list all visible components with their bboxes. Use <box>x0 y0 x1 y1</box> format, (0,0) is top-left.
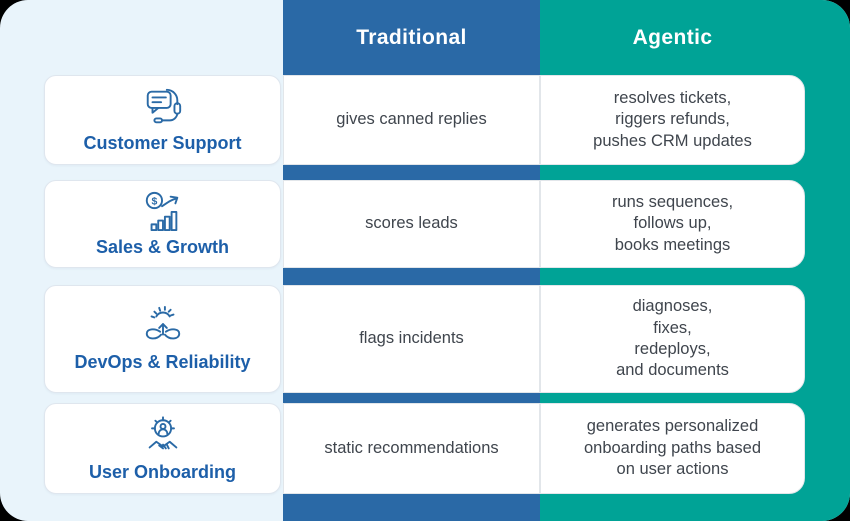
cell-devops-reliability-agentic: diagnoses, fixes, redeploys, and documen… <box>540 285 805 393</box>
user-onboarding-gear-handshake-icon <box>140 415 186 457</box>
cell-user-onboarding-traditional: static recommendations <box>283 403 540 494</box>
cell-sales-growth-traditional: scores leads <box>283 180 540 268</box>
cell-customer-support-traditional: gives canned replies <box>283 75 540 165</box>
sales-growth-chart-icon: $ <box>140 190 186 232</box>
category-card-customer-support: Customer Support <box>44 75 281 165</box>
cell-devops-reliability-traditional: flags incidents <box>283 285 540 393</box>
category-label: Sales & Growth <box>95 237 230 257</box>
cell-sales-growth-agentic: runs sequences, follows up, books meetin… <box>540 180 805 268</box>
category-card-sales-growth: $ Sales & Growth <box>44 180 281 268</box>
devops-infinity-gear-icon <box>140 305 186 347</box>
cell-user-onboarding-agentic: generates personalized onboarding paths … <box>540 403 805 494</box>
table-row-sales-growth: $ Sales & Growth scores leads runs seque… <box>44 180 805 268</box>
table-row-devops-reliability: DevOps & Reliability flags incidents dia… <box>44 285 805 393</box>
column-header-traditional: Traditional <box>283 0 540 75</box>
customer-support-headset-icon <box>140 86 186 128</box>
svg-text:$: $ <box>151 195 157 207</box>
category-card-user-onboarding: User Onboarding <box>44 403 281 494</box>
category-card-devops-reliability: DevOps & Reliability <box>44 285 281 393</box>
table-row-customer-support: Customer Support gives canned replies re… <box>44 75 805 165</box>
category-label: Customer Support <box>83 133 242 153</box>
category-label: DevOps & Reliability <box>74 352 251 372</box>
column-header-agentic-label: Agentic <box>632 25 713 49</box>
table-row-user-onboarding: User Onboarding static recommendations g… <box>44 403 805 494</box>
column-header-agentic: Agentic <box>540 0 805 75</box>
cell-customer-support-agentic: resolves tickets, riggers refunds, pushe… <box>540 75 805 165</box>
column-header-traditional-label: Traditional <box>356 25 467 49</box>
category-label: User Onboarding <box>88 461 236 482</box>
